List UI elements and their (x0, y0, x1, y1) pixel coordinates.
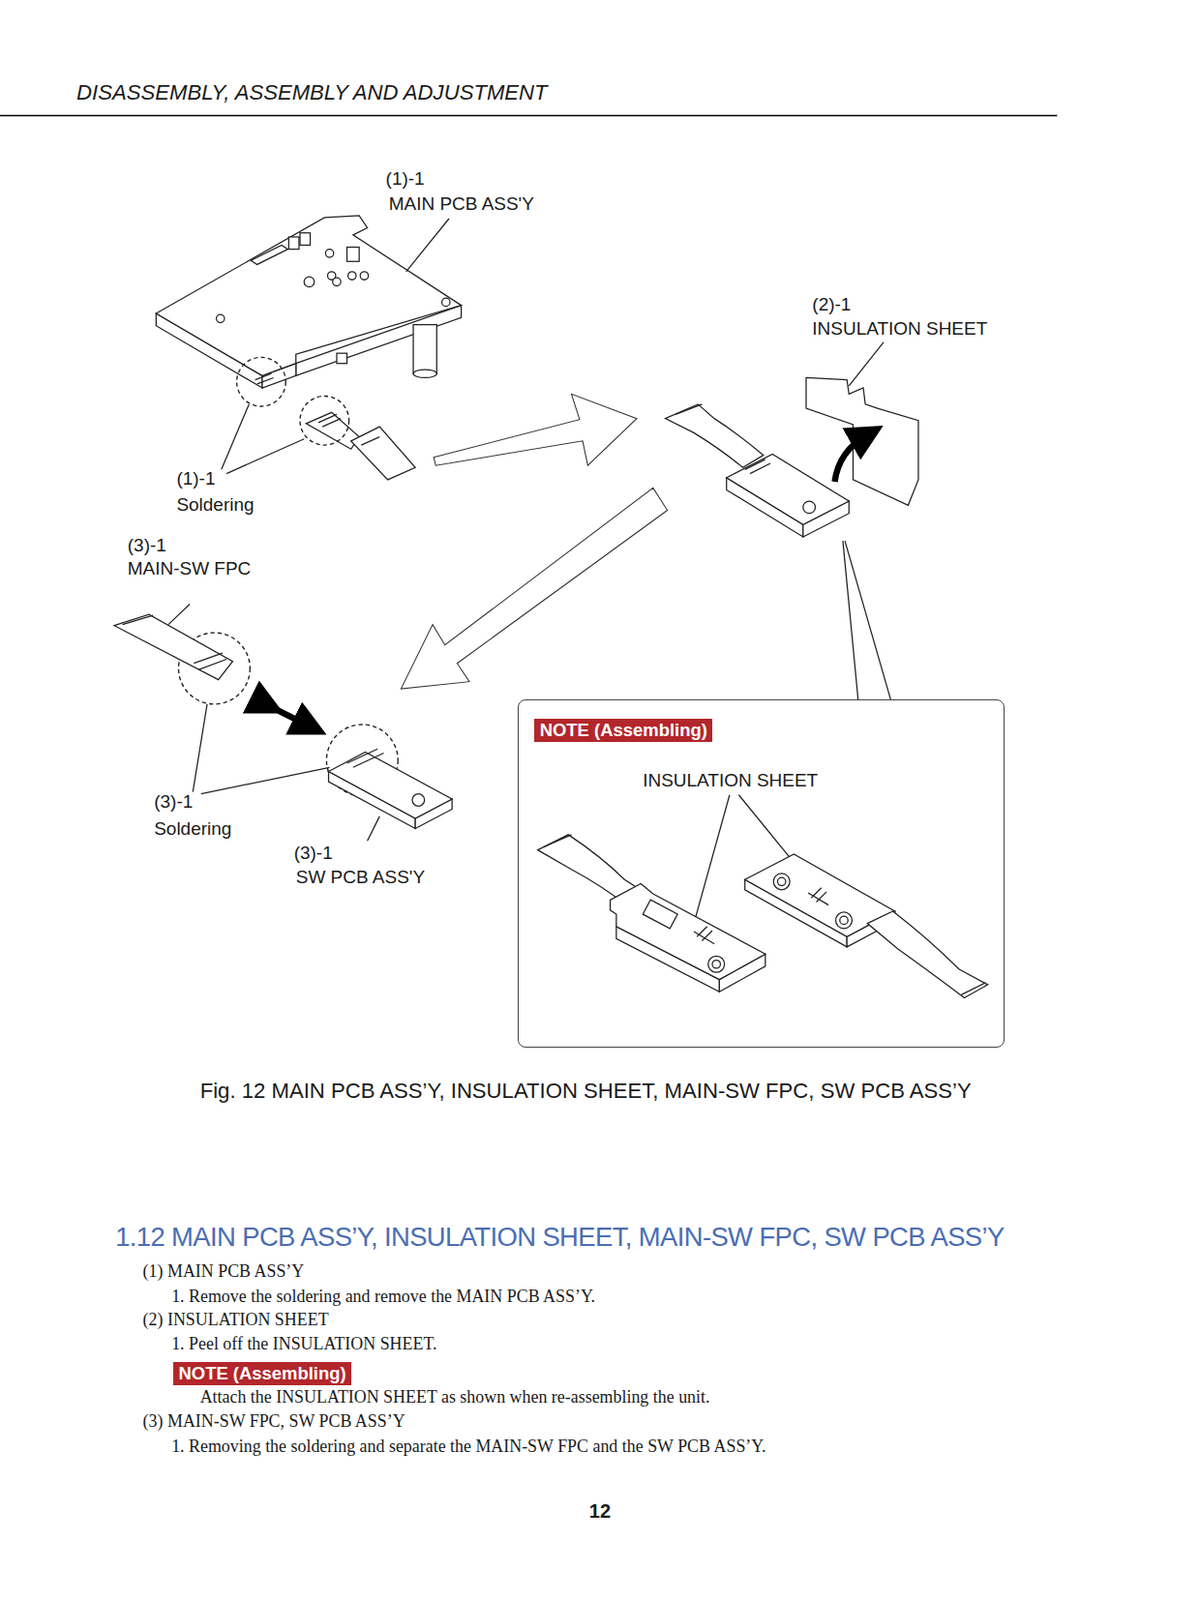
note-panel: INSULATION SHEET NOTE (Assembling) (517, 699, 1005, 1049)
part-name: Soldering (176, 494, 254, 516)
figure-caption: Fig. 12 MAIN PCB ASS’Y, INSULATION SHEET… (200, 1079, 972, 1104)
page-number: 12 (589, 1500, 611, 1524)
section-title: 1.12 MAIN PCB ASS’Y, INSULATION SHEET, M… (115, 1222, 1005, 1254)
step-text: 1. Remove the soldering and remove the M… (171, 1287, 596, 1308)
callout-number: (3)-1 (294, 842, 333, 865)
sw-parts (114, 614, 452, 829)
page-header: DISASSEMBLY, ASSEMBLY AND ADJUSTMENT (76, 80, 548, 105)
note-badge: NOTE (Assembling) (534, 719, 713, 743)
part-name: INSULATION SHEET (642, 770, 818, 792)
note-text: Attach the INSULATION SHEET as shown whe… (200, 1387, 711, 1409)
step-heading: (1) MAIN PCB ASS’Y (143, 1261, 305, 1283)
callout-number: (1)-1 (386, 168, 425, 190)
separate-arrow (267, 705, 310, 727)
step-text: 1. Peel off the INSULATION SHEET. (171, 1334, 437, 1355)
callout-number: (2)-1 (811, 294, 851, 316)
part-name: Soldering (153, 818, 232, 840)
fpc-assembly (664, 377, 918, 537)
peel-arrow (835, 435, 869, 483)
part-name: MAIN-SW FPC (127, 558, 252, 580)
badge-text: NOTE (Assembling) (540, 719, 708, 743)
step-heading: (2) INSULATION SHEET (143, 1310, 330, 1331)
hollow-arrow (400, 487, 667, 690)
callout-number: (3)-1 (153, 791, 193, 813)
main-pcb-drawing (155, 215, 461, 480)
part-name: INSULATION SHEET (811, 318, 988, 340)
leader-lines (168, 218, 892, 925)
note-illustration (538, 835, 989, 999)
step-heading: (3) MAIN-SW FPC, SW PCB ASS’Y (143, 1411, 406, 1433)
callout-number: (1)-1 (176, 468, 215, 490)
part-name: SW PCB ASS'Y (296, 867, 425, 889)
part-name: MAIN PCB ASS'Y (389, 193, 535, 215)
header-rule (0, 115, 1057, 118)
hollow-arrow (433, 393, 637, 466)
callout-number: (3)-1 (127, 535, 167, 557)
note-badge: NOTE (Assembling) (173, 1362, 352, 1386)
badge-text: NOTE (Assembling) (179, 1362, 347, 1386)
step-text: 1. Removing the soldering and separate t… (171, 1437, 766, 1458)
